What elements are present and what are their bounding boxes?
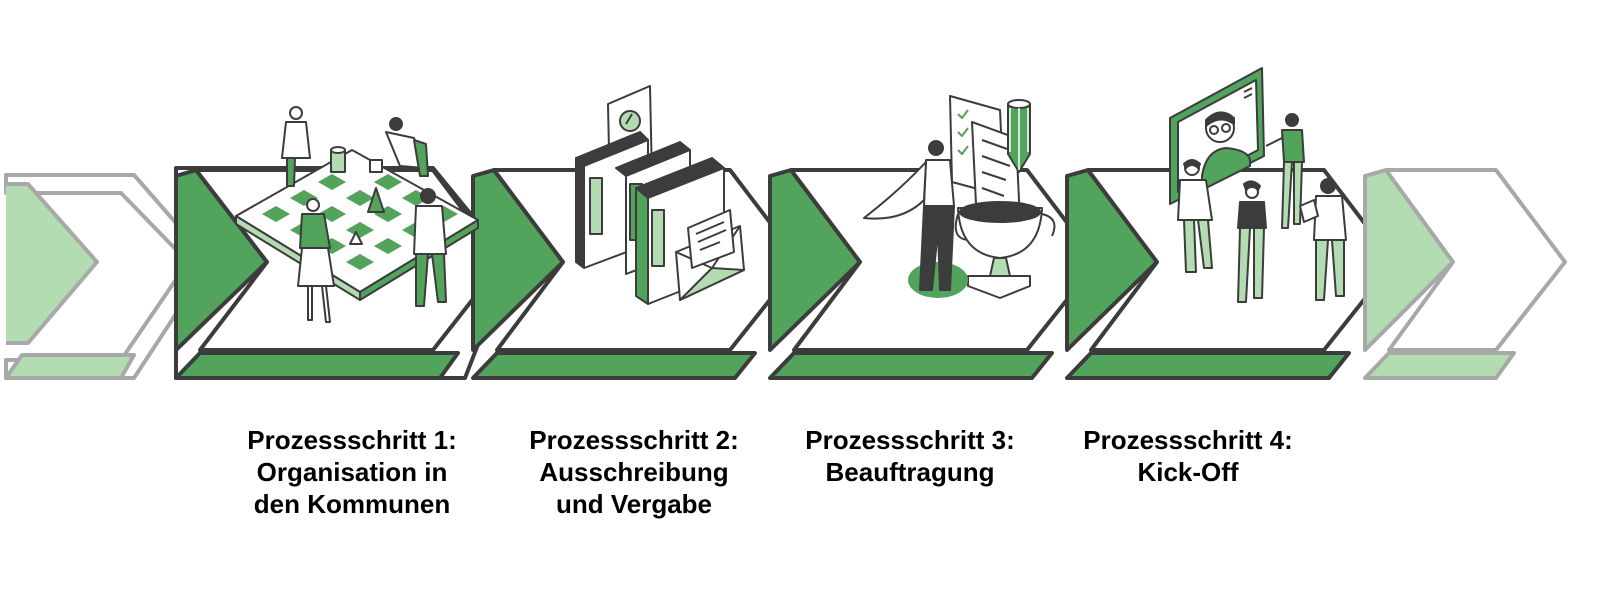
hero-with-trophy-icon (863, 95, 1056, 299)
step-1-label: Prozessschritt 1: Organisation in den Ko… (247, 425, 457, 519)
chess-board-team-icon (235, 106, 479, 323)
step-2-label: Prozessschritt 2: Ausschreibung und Verg… (529, 425, 739, 519)
end-chevron-faded (1363, 168, 1567, 380)
step-4-label: Prozessschritt 4: Kick-Off (1083, 425, 1293, 487)
team-meeting-icon (1169, 67, 1347, 303)
binders-and-envelope-icon (575, 85, 745, 305)
start-chevron-faded (4, 173, 212, 380)
step-3-label: Prozessschritt 3: Beauftragung (805, 425, 1015, 487)
